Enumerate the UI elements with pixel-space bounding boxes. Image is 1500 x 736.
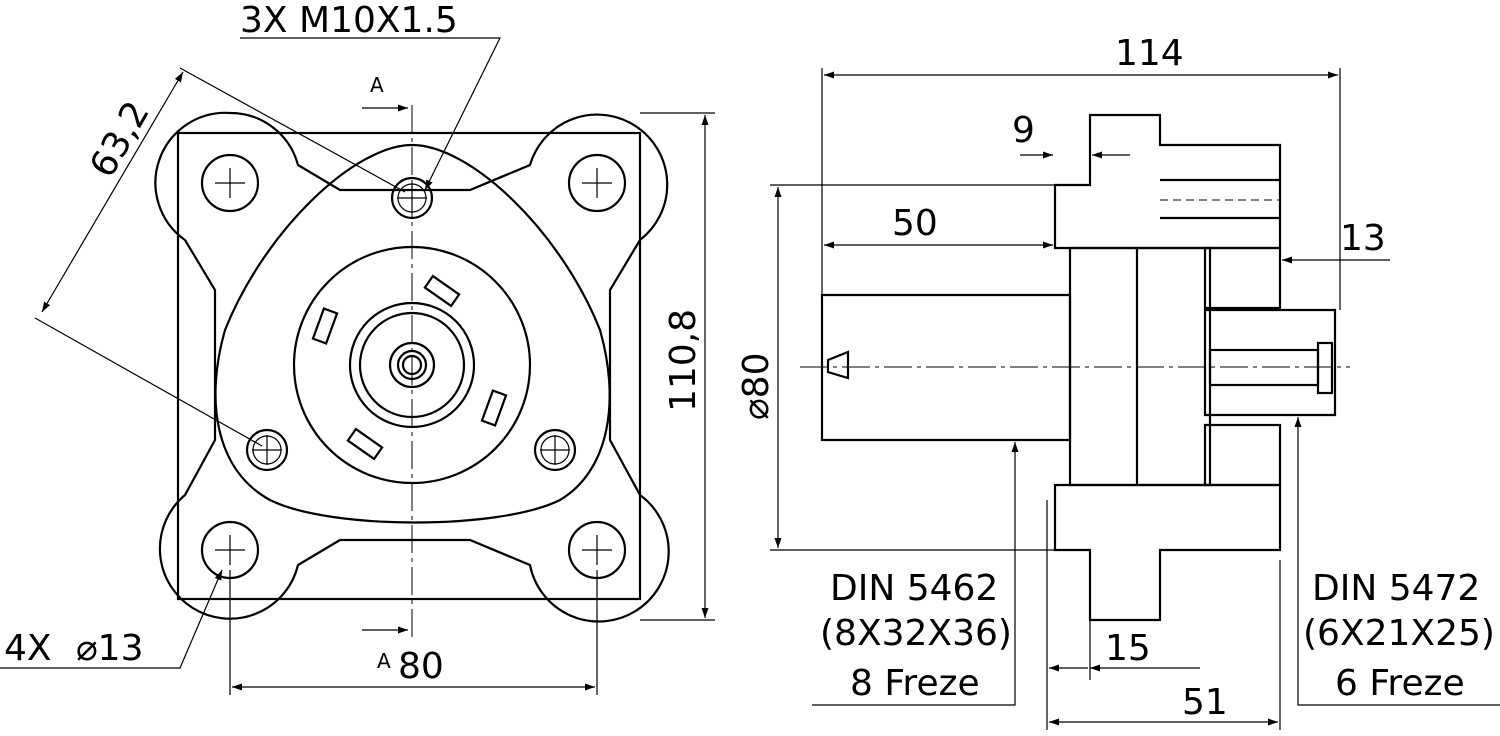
dim-diameter: ⌀80 <box>736 353 777 420</box>
dim-shaft-length: 50 <box>892 203 938 244</box>
dim-width: 80 <box>398 646 444 687</box>
section-view: 114 9 50 13 ⌀80 15 51 DIN 5462 (8X32X36)… <box>736 33 1500 730</box>
left-spline-leader <box>812 442 1019 706</box>
left-spline-standard: DIN 5462 <box>830 568 998 609</box>
mounting-flange-section-lower <box>1053 483 1282 622</box>
dim-overall-length: 114 <box>1115 33 1184 74</box>
bore-end <box>1316 341 1334 395</box>
ext-line <box>34 317 263 447</box>
dim-body-length: 51 <box>1182 682 1228 723</box>
dim-rear-offset: 13 <box>1340 218 1386 259</box>
right-spline-leader <box>1294 417 1500 706</box>
hole-count: 4X <box>4 628 52 669</box>
slot <box>311 307 339 345</box>
slot <box>346 427 384 461</box>
hole-leader <box>0 569 223 669</box>
right-spline-teeth: 6 Freze <box>1335 663 1465 704</box>
seal-housing <box>1203 246 1282 310</box>
left-spline-teeth: 8 Freze <box>850 663 980 704</box>
mounting-hole <box>200 153 260 213</box>
mounting-hole <box>567 153 627 213</box>
seal-housing <box>1203 423 1282 487</box>
threaded-hole <box>245 428 289 472</box>
triangular-plate <box>214 143 611 524</box>
front-view: A A 3X M10X1.5 63,2 110,8 80 4X ⌀13 <box>0 0 715 695</box>
dim-height: 110,8 <box>663 309 704 412</box>
hole-diameter: ⌀13 <box>76 628 143 669</box>
right-spline-size: (6X21X25) <box>1303 613 1495 654</box>
left-spline-size: (8X32X36) <box>820 613 1012 654</box>
right-spline-standard: DIN 5472 <box>1312 568 1480 609</box>
thread-leader <box>240 37 501 191</box>
slots <box>311 274 508 461</box>
slot <box>423 274 461 308</box>
threaded-hole <box>533 428 577 472</box>
dim-diagonal: 63,2 <box>82 95 158 185</box>
section-mark-bottom: A <box>377 649 391 673</box>
section-mark-top: A <box>370 73 384 97</box>
output-shaft-section <box>1203 308 1337 417</box>
dim-flange-step: 9 <box>1012 110 1035 151</box>
ext-line <box>179 67 406 193</box>
pump-body-outline <box>176 131 642 601</box>
dim-diagonal-line <box>41 71 184 313</box>
slot <box>480 389 508 427</box>
thread-callout: 3X M10X1.5 <box>240 0 458 41</box>
dim-flange-width: 15 <box>1105 628 1151 669</box>
center-hole <box>826 350 850 380</box>
mounting-flange-section <box>1053 113 1282 250</box>
mounting-flange-outline <box>154 111 670 623</box>
threaded-hole <box>390 176 434 220</box>
hole-crosshairs <box>215 168 612 565</box>
input-shaft-section <box>820 293 1072 442</box>
